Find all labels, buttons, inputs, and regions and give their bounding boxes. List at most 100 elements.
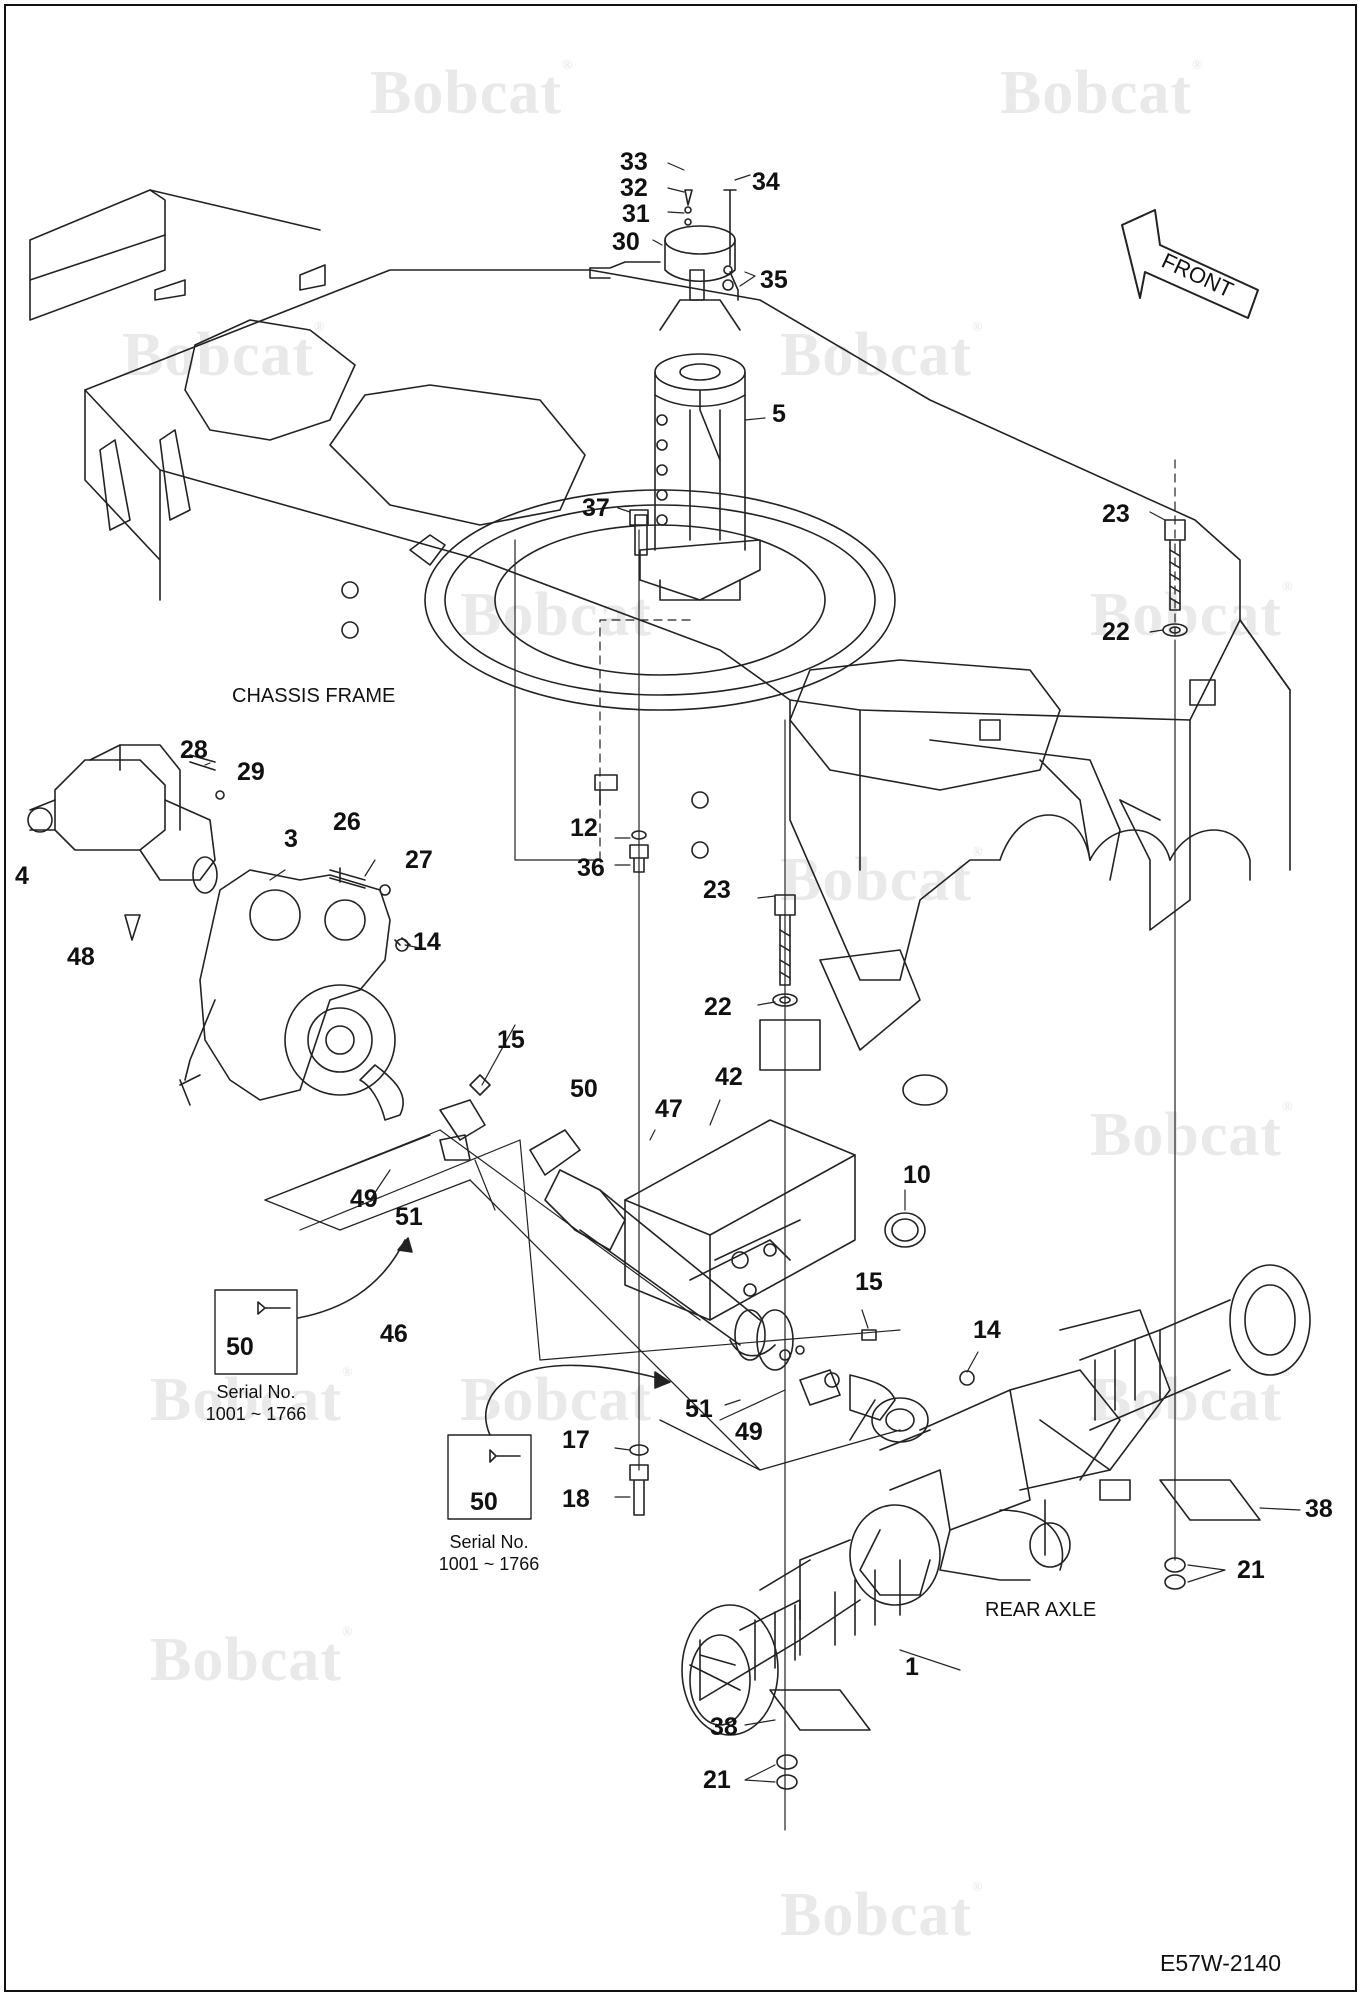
fasteners-drawing: [189, 509, 1261, 1790]
callout-21-left: 21: [703, 1766, 731, 1794]
serial-inset-2-label: Serial No.: [449, 1532, 529, 1552]
bracket-lines: [264, 1134, 901, 1471]
pump-drawing: [27, 744, 218, 941]
watermark-text: Bobcat: [1090, 1366, 1282, 1434]
watermark: Bobcat®: [150, 1625, 353, 1696]
watermark-reg: ®: [314, 320, 326, 335]
watermark-reg: ®: [1282, 1100, 1294, 1115]
rear-axle-caption: REAR AXLE: [985, 1599, 1097, 1621]
callout-37: 37: [582, 494, 610, 522]
callout-42: 42: [715, 1063, 743, 1091]
watermark: Bobcat®: [1090, 580, 1293, 651]
callout-29: 29: [237, 758, 265, 786]
rear-u-joint-drawing: [779, 1345, 929, 1443]
watermark: Bobcat®: [370, 58, 573, 129]
document-id: E57W-2140: [1160, 1950, 1282, 1976]
callout-23-upper: 23: [1102, 500, 1130, 528]
watermark-text: Bobcat: [1090, 1101, 1282, 1169]
chassis-frame-drawing: [29, 189, 1291, 1106]
watermark-reg: ®: [342, 1365, 354, 1380]
watermark-reg: ®: [972, 1880, 984, 1895]
support-bracket-drawing: [624, 1119, 926, 1321]
serial-inset-2-note: Serial No. 1001 ~ 1766: [419, 1532, 559, 1575]
callout-33: 33: [620, 148, 648, 176]
callout-38-right: 38: [1305, 1495, 1333, 1523]
watermark-reg: ®: [342, 1625, 354, 1640]
callout-4: 4: [15, 862, 29, 890]
callout-47: 47: [655, 1095, 683, 1123]
callout-10: 10: [903, 1161, 931, 1189]
watermark-reg: ®: [1282, 580, 1294, 595]
watermark-reg: ®: [972, 845, 984, 860]
watermark: Bobcat®: [150, 1365, 353, 1436]
serial-inset-2-range: 1001 ~ 1766: [438, 1553, 540, 1574]
watermark: Bobcat®: [460, 1365, 663, 1436]
callout-5: 5: [772, 400, 786, 428]
watermark: Bobcat®: [1090, 1100, 1293, 1171]
watermark: Bobcat®: [780, 845, 983, 916]
watermark-reg: ®: [1282, 1365, 1294, 1380]
watermark-reg: ®: [972, 320, 984, 335]
callout-32: 32: [620, 174, 648, 202]
callout-12: 12: [570, 814, 598, 842]
callout-49-lower: 49: [735, 1418, 763, 1446]
watermark: Bobcat®: [780, 1880, 983, 1951]
watermark-text: Bobcat: [780, 1881, 972, 1949]
watermark-text: Bobcat: [780, 321, 972, 389]
leader-lines: [204, 162, 1301, 1783]
watermark-text: Bobcat: [150, 1366, 342, 1434]
diagram-border: [4, 4, 1357, 1992]
rear-axle-drawing: [681, 1264, 1311, 1736]
watermark-text: Bobcat: [1000, 59, 1192, 127]
callout-1: 1: [905, 1653, 919, 1681]
watermark-reg: ®: [652, 580, 664, 595]
watermark-text: Bobcat: [150, 1626, 342, 1694]
callout-50: 50: [570, 1075, 598, 1103]
drive-shaft-drawing: [359, 1064, 794, 1371]
serial-inset-1-range: 1001 ~ 1766: [205, 1403, 307, 1424]
serial-inset-2-part: 50: [470, 1488, 498, 1516]
callout-22-lower: 22: [704, 993, 732, 1021]
callout-15-lower: 15: [855, 1268, 883, 1296]
watermark-text: Bobcat: [122, 321, 314, 389]
watermark-reg: ®: [562, 58, 574, 73]
watermark-text: Bobcat: [1090, 581, 1282, 649]
watermark: Bobcat®: [1090, 1365, 1293, 1436]
callout-17: 17: [562, 1426, 590, 1454]
transmission-drawing: [179, 869, 411, 1106]
guide-lines: [264, 459, 1176, 1831]
callout-36: 36: [577, 854, 605, 882]
callout-18: 18: [562, 1485, 590, 1513]
callout-46: 46: [380, 1320, 408, 1348]
front-arrow: FRONT: [1121, 209, 1259, 319]
callout-14-lower: 14: [973, 1316, 1001, 1344]
callout-22-upper: 22: [1102, 618, 1130, 646]
callout-31: 31: [622, 200, 650, 228]
callout-3: 3: [284, 825, 298, 853]
callout-15-upper: 15: [497, 1026, 525, 1054]
watermark-text: Bobcat: [780, 846, 972, 914]
watermark-reg: ®: [652, 1365, 664, 1380]
watermark: Bobcat®: [122, 320, 325, 391]
callout-51-lower: 51: [685, 1395, 713, 1423]
callout-34: 34: [752, 168, 780, 196]
serial-inset-1-label: Serial No.: [216, 1382, 296, 1402]
watermark-text: Bobcat: [460, 581, 652, 649]
watermark-text: Bobcat: [460, 1366, 652, 1434]
callout-49-upper: 49: [350, 1185, 378, 1213]
callout-35: 35: [760, 266, 788, 294]
serial-inset-1-note: Serial No. 1001 ~ 1766: [186, 1382, 326, 1425]
callout-23-lower: 23: [703, 876, 731, 904]
serial-insets: [214, 1237, 671, 1520]
callout-30: 30: [612, 228, 640, 256]
swivel-joint-drawing: [589, 189, 761, 601]
watermark: Bobcat®: [1000, 58, 1203, 129]
callout-28: 28: [180, 736, 208, 764]
callout-14-upper: 14: [413, 928, 441, 956]
callout-48: 48: [67, 943, 95, 971]
watermark: Bobcat®: [780, 320, 983, 391]
callout-51-upper: 51: [395, 1203, 423, 1231]
watermark-reg: ®: [1192, 58, 1204, 73]
